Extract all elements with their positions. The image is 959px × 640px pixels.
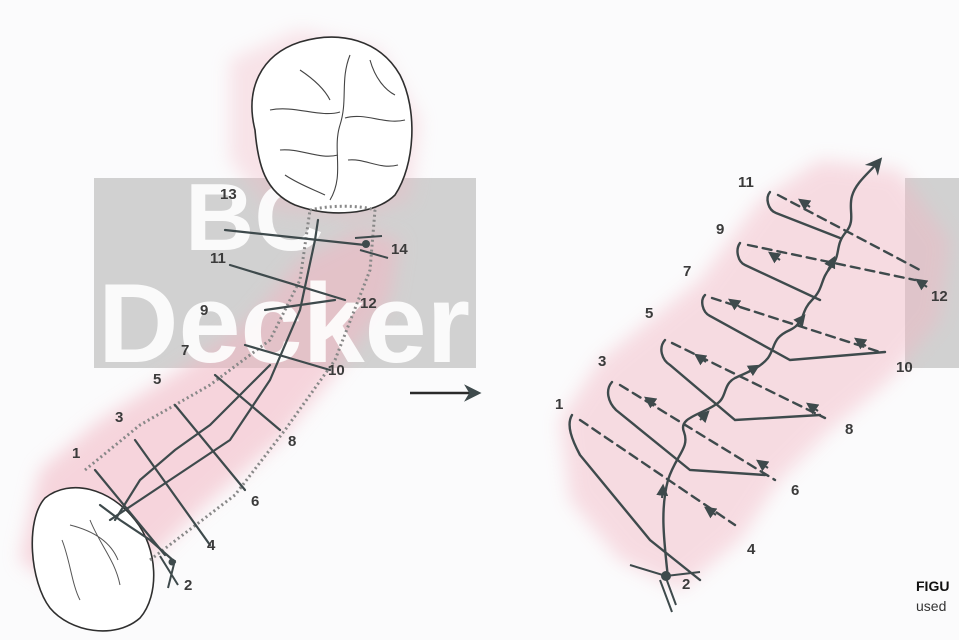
right-label-3: 3 [598, 354, 606, 369]
left-label-8: 8 [288, 434, 296, 449]
right-gum [560, 160, 950, 590]
right-label-6: 6 [791, 483, 799, 498]
left-label-10: 10 [328, 363, 345, 378]
left-label-7: 7 [181, 343, 189, 358]
right-label-1: 1 [555, 397, 563, 412]
figure-caption: FIGU used [916, 576, 949, 616]
caption-prefix: FIGU [916, 578, 949, 594]
caption-line2: used [916, 598, 946, 614]
upper-molar-outline [252, 37, 412, 213]
left-label-13: 13 [220, 187, 237, 202]
left-label-4: 4 [207, 538, 215, 553]
right-label-4: 4 [747, 542, 755, 557]
right-label-9: 9 [716, 222, 724, 237]
left-label-6: 6 [251, 494, 259, 509]
knot-14 [362, 240, 370, 248]
right-label-7: 7 [683, 264, 691, 279]
watermark-text-bottom: Decker [98, 261, 470, 386]
right-label-11: 11 [738, 175, 754, 190]
left-label-2: 2 [184, 578, 192, 593]
left-label-3: 3 [115, 410, 123, 425]
left-label-9: 9 [200, 303, 208, 318]
right-label-12: 12 [931, 289, 948, 304]
left-label-1: 1 [72, 446, 80, 461]
right-label-2: 2 [682, 577, 690, 592]
left-label-5: 5 [153, 372, 161, 387]
right-label-5: 5 [645, 306, 653, 321]
left-label-11: 11 [210, 251, 226, 266]
left-label-14: 14 [391, 242, 408, 257]
left-label-12: 12 [360, 296, 377, 311]
right-label-10: 10 [896, 360, 913, 375]
right-label-8: 8 [845, 422, 853, 437]
